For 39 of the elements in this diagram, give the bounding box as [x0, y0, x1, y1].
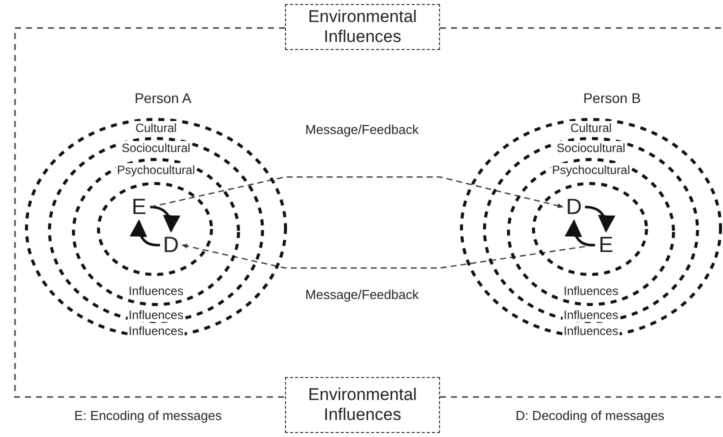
ring-label: Influences	[562, 324, 620, 338]
influence-ring	[25, 118, 287, 338]
ring-label: Influences	[562, 308, 620, 322]
code-letter: D	[565, 194, 583, 220]
arrow	[584, 206, 615, 233]
edge-label: Message/Feedback	[303, 122, 421, 137]
environment-box	[285, 377, 440, 433]
code-letter: E	[598, 232, 614, 258]
ring-label: Sociocultural	[556, 140, 626, 154]
influence-ring	[72, 158, 240, 306]
environment-box	[285, 4, 440, 50]
person-heading: Person B	[581, 90, 643, 106]
legend-note: D: Decoding of messages	[514, 408, 666, 423]
dashed-circle	[97, 182, 213, 276]
code-letter: D	[162, 232, 180, 258]
arrow	[150, 206, 180, 233]
arrow	[130, 219, 160, 246]
ring-label: Psychocultural	[550, 163, 632, 177]
box-title: Environmental Influences	[307, 385, 418, 425]
influence-ring	[460, 118, 722, 338]
legend-note: E: Encoding of messages	[72, 408, 224, 423]
ring-label: Psychocultural	[116, 163, 196, 177]
ring-label: Influences	[128, 324, 184, 338]
person-heading: Person A	[132, 90, 194, 106]
influence-ring	[48, 137, 264, 323]
code-letter: E	[130, 194, 148, 220]
ring-label: Sociocultural	[120, 140, 192, 154]
ring-label: Influences	[128, 308, 184, 322]
arrow	[565, 219, 596, 246]
ring-label: Cultural	[569, 120, 613, 134]
influence-ring	[507, 158, 675, 306]
dashed-circle	[532, 182, 648, 276]
influence-ring	[483, 137, 699, 323]
arrow	[150, 176, 564, 208]
ring-label: Cultural	[134, 120, 178, 134]
box-title: Environmental Influences	[307, 7, 418, 47]
ring-label: Influences	[562, 284, 620, 298]
edge-label: Message/Feedback	[303, 287, 421, 302]
ring-label: Influences	[128, 284, 184, 298]
